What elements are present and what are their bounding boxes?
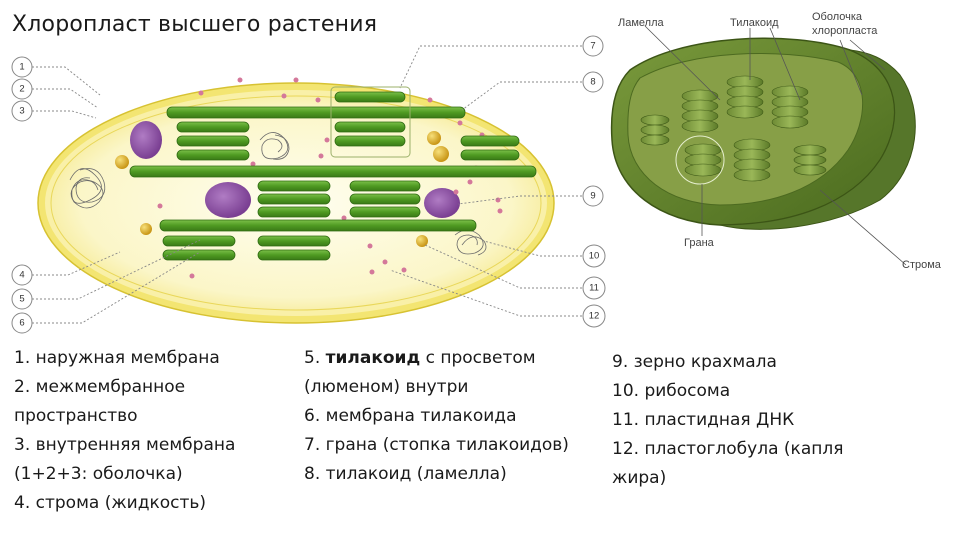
legend-item: 3. внутренняя мембрана xyxy=(14,435,236,455)
chloroplast-2d xyxy=(37,77,555,324)
plastoglobule xyxy=(433,146,449,162)
plastoglobule xyxy=(140,223,152,235)
legend-item: 6. мембрана тилакоида xyxy=(304,406,517,426)
legend-item: пространство xyxy=(14,406,138,426)
callout-number: 2 xyxy=(19,84,24,95)
granum xyxy=(257,235,331,261)
callout-number: 10 xyxy=(589,251,600,262)
callout-number: 9 xyxy=(590,191,595,202)
granum xyxy=(334,91,406,147)
page-title: Хлоропласт высшего растения xyxy=(12,12,378,37)
starch-grain xyxy=(424,188,460,218)
granum-highlight xyxy=(330,86,411,158)
legend-item: 8. тилакоид (ламелла) xyxy=(304,464,507,484)
grana-3d xyxy=(640,75,827,182)
thylakoid-lamella xyxy=(166,106,466,119)
callout-number: 6 xyxy=(19,318,24,329)
legend-item: 11. пластидная ДНК xyxy=(612,410,795,430)
legend-item: 10. рибосома xyxy=(612,381,731,401)
callout-number: 5 xyxy=(19,294,24,305)
legend-item: 12. пластоглобула (капля xyxy=(612,439,844,459)
legend-column-2: 5. тилакоид с просветом (люменом) внутри… xyxy=(304,344,569,489)
label-lamella: Ламелла xyxy=(618,17,664,29)
legend-item: 9. зерно крахмала xyxy=(612,352,777,372)
grana-highlight xyxy=(675,135,725,185)
callout-lines xyxy=(32,45,582,324)
label-thylakoid: Тилакоид xyxy=(730,17,779,29)
plastid-dna xyxy=(69,132,487,256)
plastoglobule xyxy=(416,235,428,247)
legend-item: 1. наружная мембрана xyxy=(14,348,220,368)
granum xyxy=(176,121,250,161)
plastoglobule xyxy=(427,131,441,145)
callout-number: 11 xyxy=(589,283,599,294)
callout-number: 1 xyxy=(19,62,24,73)
thylakoid-lamella xyxy=(159,219,477,232)
legend-item: 7. грана (стопка тилакоидов) xyxy=(304,435,569,455)
label-grana: Грана xyxy=(684,237,715,249)
plastoglobule xyxy=(115,155,129,169)
chloroplast-3d: Ламелла Тилакоид Оболочка хлоропласта Гр… xyxy=(610,11,942,271)
callout-number: 12 xyxy=(589,311,600,322)
legend-column-1: 1. наружная мембрана 2. межмембранное пр… xyxy=(14,344,235,518)
label-envelope-2: хлоропласта xyxy=(812,25,878,37)
starch-grain xyxy=(130,121,162,159)
granum xyxy=(162,235,236,261)
label-envelope: Оболочка xyxy=(812,11,863,23)
callout-badges xyxy=(11,35,606,334)
legend-column-3: 9. зерно крахмала 10. рибосома 11. пласт… xyxy=(612,348,843,493)
callout-number: 7 xyxy=(590,41,595,52)
granum xyxy=(460,135,520,161)
legend-term-thylakoid: тилакоид xyxy=(325,348,421,368)
callout-number: 8 xyxy=(590,77,595,88)
legend-item: 2. межмембранное xyxy=(14,377,186,397)
granum xyxy=(257,180,331,218)
chloroplast-cut-face xyxy=(719,49,916,230)
starch-grain xyxy=(205,182,251,218)
legend-item: (1+2+3: оболочка) xyxy=(14,464,183,484)
legend-item: жира) xyxy=(612,468,667,488)
label-stroma: Строма xyxy=(902,259,942,271)
thylakoid-lamella xyxy=(129,165,537,178)
callout-number: 3 xyxy=(19,106,24,117)
legend-item: 5. тилакоид с просветом xyxy=(304,348,536,368)
callout-number: 4 xyxy=(19,270,24,281)
legend-item: (люменом) внутри xyxy=(304,377,469,397)
granum xyxy=(349,180,421,218)
legend-item: 4. строма (жидкость) xyxy=(14,493,207,513)
